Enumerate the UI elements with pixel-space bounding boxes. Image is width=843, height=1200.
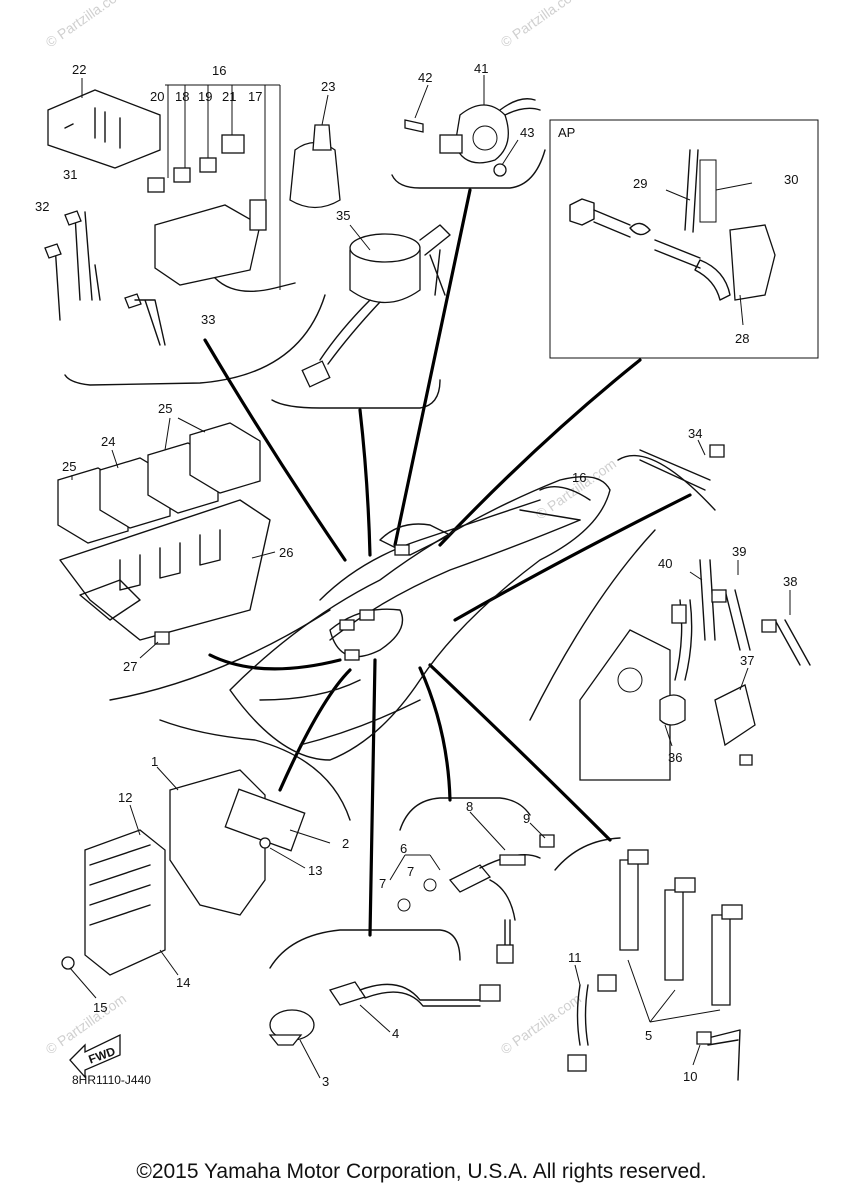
callout-27: 27 (123, 659, 137, 674)
callout-16b: 16 (572, 470, 586, 485)
callout-31: 31 (63, 167, 77, 182)
part-36-bracket-group (579, 559, 811, 781)
watermark-top-right: © Partzilla.com (498, 0, 584, 50)
callout-42: 42 (418, 70, 432, 85)
callout-24: 24 (101, 434, 115, 449)
fwd-arrow: FWD (69, 1033, 121, 1079)
callout-41: 41 (474, 61, 488, 76)
callout-28: 28 (735, 331, 749, 346)
callout-22: 22 (72, 62, 86, 77)
watermark-top-left: © Partzilla.com (43, 0, 129, 50)
callout-23: 23 (321, 79, 335, 94)
callout-16a: 16 (212, 63, 226, 78)
ap-inset-frame (549, 119, 819, 359)
leader-lines (203, 188, 692, 937)
part-35-switch (301, 224, 451, 388)
callout-10: 10 (683, 1069, 697, 1084)
callout-9: 9 (523, 811, 530, 826)
relay-group (57, 417, 276, 659)
callout-35: 35 (336, 208, 350, 223)
control-unit-group (61, 766, 331, 999)
callout-25b: 25 (62, 459, 76, 474)
callout-2: 2 (342, 836, 349, 851)
callout-4: 4 (392, 1026, 399, 1041)
callout-3: 3 (322, 1074, 329, 1089)
callout-17: 17 (248, 89, 262, 104)
callout-25a: 25 (158, 401, 172, 416)
watermark-middle: © Partzilla.com (533, 455, 619, 522)
callout-32: 32 (35, 199, 49, 214)
callout-33: 33 (201, 312, 215, 327)
fuse-box-group (44, 78, 296, 346)
sensor-group (389, 811, 555, 964)
callout-21: 21 (222, 89, 236, 104)
callout-30: 30 (784, 172, 798, 187)
callout-5: 5 (645, 1028, 652, 1043)
part-41-sensor (404, 75, 541, 177)
ignition-coil-group (567, 849, 743, 1081)
callout-6: 6 (400, 841, 407, 856)
diagram-code: 8HR1110-J440 (72, 1073, 151, 1087)
callout-18: 18 (175, 89, 189, 104)
callout-38: 38 (783, 574, 797, 589)
group-boundaries (64, 149, 716, 969)
part-23-cap (289, 94, 341, 209)
pressure-sensor-group (268, 981, 501, 1079)
callout-29: 29 (633, 176, 647, 191)
callout-36: 36 (668, 750, 682, 765)
callout-1: 1 (151, 754, 158, 769)
callout-20: 20 (150, 89, 164, 104)
callout-37: 37 (740, 653, 754, 668)
watercraft-hull (229, 476, 611, 761)
callout-numbers: 1 2 3 4 5 6 7 7 8 9 10 11 12 13 14 15 16… (35, 61, 798, 1089)
copyright-notice: ©2015 Yamaha Motor Corporation, U.S.A. A… (136, 1160, 707, 1183)
callout-14: 14 (176, 975, 190, 990)
callout-7a: 7 (379, 876, 386, 891)
callout-19: 19 (198, 89, 212, 104)
callout-8: 8 (466, 799, 473, 814)
watermark-bottom-right: © Partzilla.com (498, 990, 584, 1057)
callout-13: 13 (308, 863, 322, 878)
ap-inset: AP (549, 119, 819, 359)
callout-34: 34 (688, 426, 702, 441)
callout-12: 12 (118, 790, 132, 805)
callout-40: 40 (658, 556, 672, 571)
ap-label: AP (558, 125, 575, 140)
callout-7b: 7 (407, 864, 414, 879)
callout-15: 15 (93, 1000, 107, 1015)
callout-43: 43 (520, 125, 534, 140)
callout-26: 26 (279, 545, 293, 560)
callout-11: 11 (568, 950, 582, 965)
part-34-band (639, 439, 725, 491)
callout-39: 39 (732, 544, 746, 559)
